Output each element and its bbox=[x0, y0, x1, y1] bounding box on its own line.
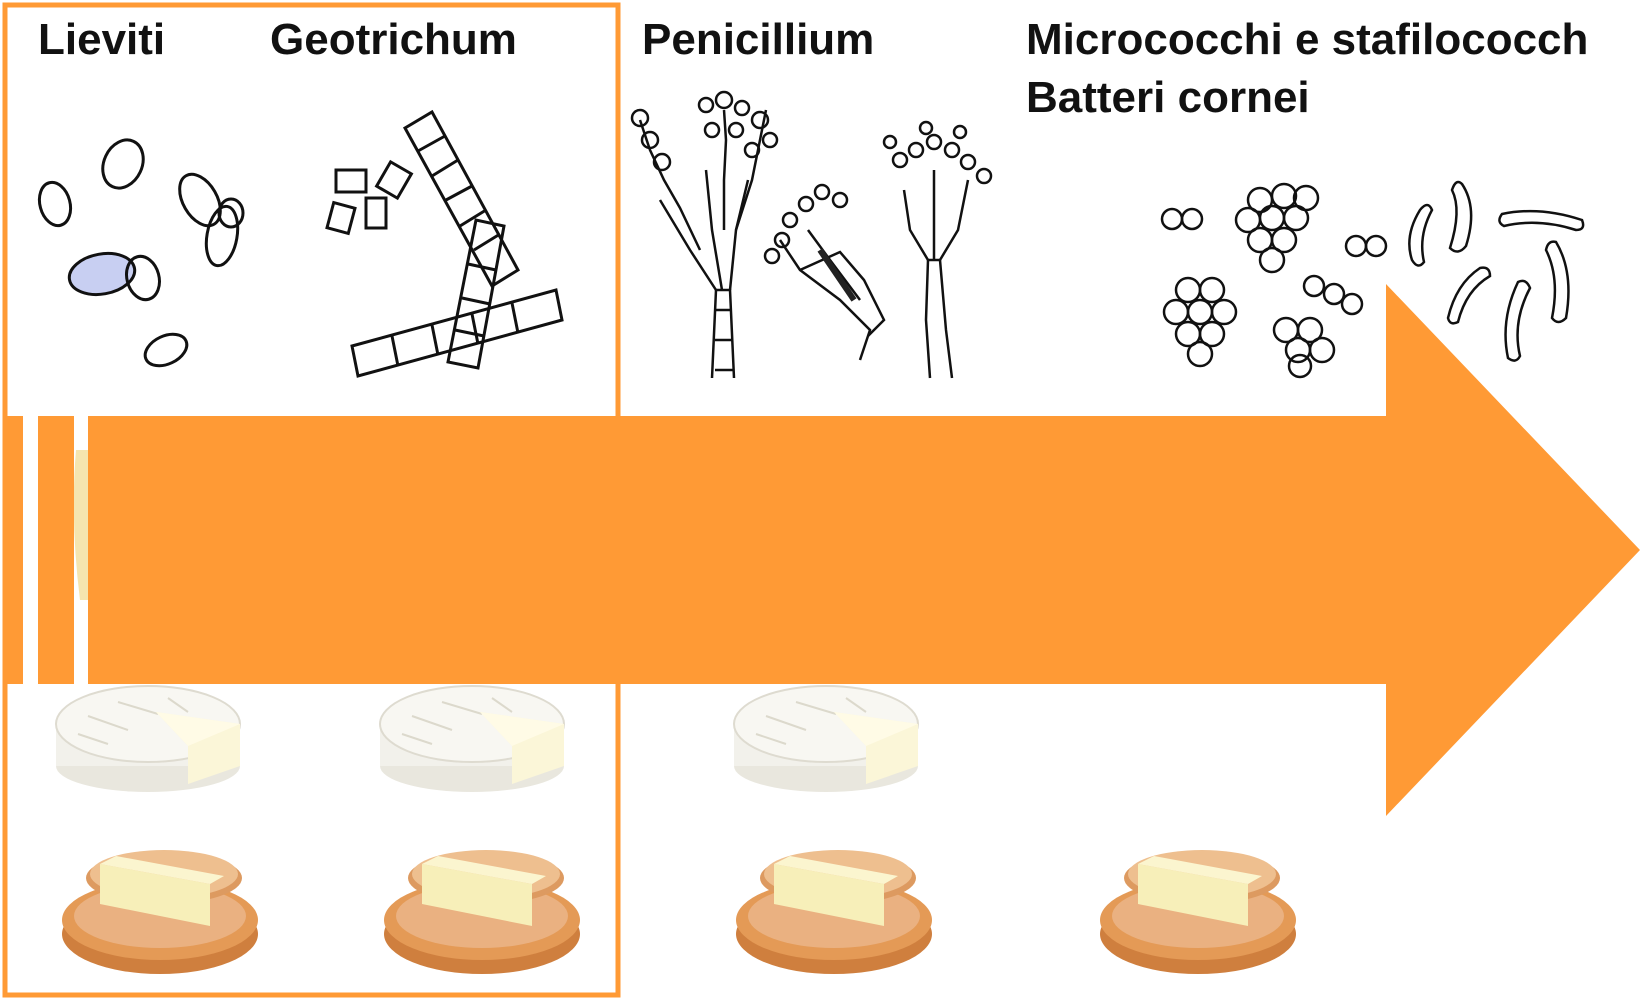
heading-micrococchi: Micrococchi e stafilococch bbox=[1026, 12, 1588, 67]
washed-rind-cheese-icon bbox=[736, 850, 932, 974]
geotrichum-hyphae-icon bbox=[327, 112, 562, 376]
washed-rind-cheese-icon bbox=[384, 850, 580, 974]
brie-cheese-icon bbox=[734, 686, 918, 792]
heading-geotrichum: Geotrichum bbox=[270, 12, 517, 67]
heading-batteri-cornei: Batteri cornei bbox=[1026, 70, 1310, 125]
arrow-tail-segment-1 bbox=[5, 416, 23, 684]
washed-rind-cheese-icon bbox=[1100, 850, 1296, 974]
cheese-partial-behind-arrow bbox=[74, 450, 88, 600]
heading-penicillium: Penicillium bbox=[642, 12, 874, 67]
rod-bacteria-icon bbox=[1409, 182, 1583, 361]
washed-rind-cheese-icon bbox=[62, 850, 258, 974]
brie-cheese-icon bbox=[56, 686, 240, 792]
yeast-cells-icon bbox=[35, 133, 243, 372]
heading-lieviti: Lieviti bbox=[38, 12, 165, 67]
brie-cheese-icon bbox=[380, 686, 564, 792]
cocci-clusters-icon bbox=[1162, 184, 1386, 377]
penicillium-conidiophore-icon bbox=[632, 92, 991, 378]
arrow-tail-segment-2 bbox=[38, 416, 74, 684]
